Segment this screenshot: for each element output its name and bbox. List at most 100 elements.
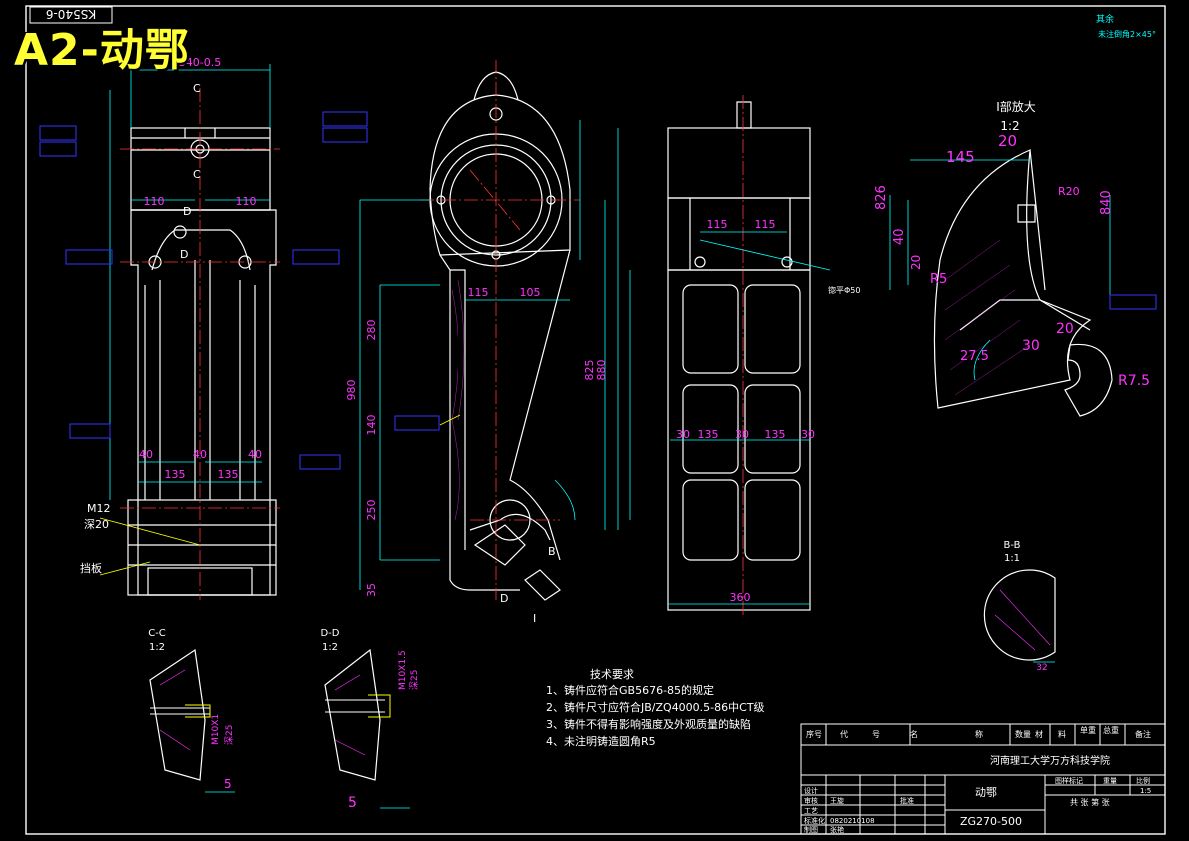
svg-text:共 张 第 张: 共 张 第 张 (1070, 797, 1110, 807)
svg-text:备注: 备注 (1135, 729, 1151, 739)
svg-text:20: 20 (909, 255, 923, 270)
front-view-centerlines (120, 88, 280, 600)
svg-text:KS540-6: KS540-6 (46, 7, 96, 21)
svg-text:880: 880 (595, 360, 608, 381)
svg-text:比例: 比例 (1136, 776, 1150, 785)
title-block-text: 序号 代 号 名 称 数量 材 料 单重 总重 备注 河南理工大学万方科技学院 … (804, 725, 1151, 834)
detail-i-text: I部放大 1:2 145 20 R20 826 840 40 20 R5 27.… (874, 99, 1150, 389)
svg-text:名: 名 (910, 729, 918, 739)
svg-text:1:2: 1:2 (149, 642, 165, 653)
svg-text:称: 称 (975, 729, 983, 739)
svg-text:单重: 单重 (1080, 725, 1096, 735)
svg-text:张艳: 张艳 (830, 825, 844, 834)
drawing-frame (25, 5, 1166, 835)
svg-text:重量: 重量 (1103, 777, 1117, 785)
svg-text:27.5: 27.5 (960, 349, 989, 364)
front-view-leaders (99, 517, 201, 576)
svg-text:M10X1.5: M10X1.5 (398, 650, 408, 690)
svg-text:标准化: 标准化 (804, 816, 825, 825)
svg-text:工艺: 工艺 (804, 807, 818, 815)
svg-text:技术要求: 技术要求 (590, 668, 634, 681)
svg-text:1:5: 1:5 (1140, 787, 1151, 795)
svg-text:R5: R5 (930, 272, 947, 287)
section-cc: C-C 1:2 5 M10X1 深25 (148, 628, 235, 793)
svg-text:20: 20 (1056, 321, 1074, 337)
svg-text:R20: R20 (1058, 185, 1080, 198)
svg-text:135: 135 (218, 468, 239, 481)
svg-text:135: 135 (165, 468, 186, 481)
side-view-leaders (439, 414, 461, 426)
svg-text:2、铸件尺寸应符合JB/ZQ4000.5-86中CT级: 2、铸件尺寸应符合JB/ZQ4000.5-86中CT级 (546, 700, 765, 714)
svg-text:3、铸件不得有影响强度及外观质量的缺陷: 3、铸件不得有影响强度及外观质量的缺陷 (546, 717, 751, 731)
svg-text:B: B (548, 545, 556, 558)
svg-text:5: 5 (224, 777, 232, 791)
side-view-dimensions (359, 120, 606, 590)
rear-view (667, 101, 811, 611)
svg-text:840: 840 (1099, 190, 1114, 215)
svg-text:D-D: D-D (320, 628, 339, 639)
svg-text:深25: 深25 (409, 670, 420, 690)
svg-text:250: 250 (365, 500, 378, 521)
svg-text:数量: 数量 (1015, 729, 1031, 739)
svg-text:D: D (180, 248, 188, 261)
svg-text:5: 5 (348, 795, 357, 811)
svg-text:设计: 设计 (804, 786, 818, 795)
svg-text:115: 115 (755, 218, 776, 231)
svg-text:105: 105 (520, 286, 541, 299)
section-dd: D-D 1:2 5 M10X1.5 深25 (320, 628, 420, 811)
svg-text:R7.5: R7.5 (1118, 373, 1150, 389)
rear-view-dimensions (617, 128, 831, 605)
svg-text:王旋: 王旋 (830, 796, 844, 805)
svg-text:1、铸件应符合GB5676-85的规定: 1、铸件应符合GB5676-85的规定 (546, 683, 714, 697)
svg-text:号: 号 (872, 730, 880, 739)
svg-text:30: 30 (801, 428, 815, 441)
svg-text:110: 110 (144, 195, 165, 208)
svg-text:M12: M12 (87, 502, 111, 515)
svg-text:代: 代 (840, 729, 848, 739)
svg-text:深20: 深20 (84, 518, 109, 531)
svg-text:32: 32 (1036, 663, 1047, 673)
svg-text:I部放大: I部放大 (996, 99, 1036, 114)
svg-text:1:1: 1:1 (1004, 553, 1020, 564)
svg-text:30: 30 (1022, 338, 1040, 354)
svg-text:360: 360 (730, 591, 751, 604)
svg-text:B-B: B-B (1004, 540, 1021, 551)
svg-text:140: 140 (365, 415, 378, 436)
svg-text:115: 115 (468, 286, 489, 299)
svg-text:135: 135 (765, 428, 786, 441)
roughness-note: 其余 未注倒角2×45° (1096, 13, 1156, 39)
svg-text:序号: 序号 (806, 729, 822, 739)
corner-title-label: A2-动鄂 (14, 25, 190, 76)
detail-i-dimensions (889, 159, 1111, 381)
svg-text:C: C (193, 168, 201, 181)
svg-text:40: 40 (248, 448, 262, 461)
title-block (800, 723, 1166, 835)
detail-i-callout (1109, 294, 1157, 310)
svg-text:挡板: 挡板 (80, 561, 102, 575)
svg-text:4、未注明铸造圆角R5: 4、未注明铸造圆角R5 (546, 734, 656, 748)
svg-text:40: 40 (139, 448, 153, 461)
svg-text:826: 826 (874, 185, 889, 210)
svg-text:材: 材 (1035, 729, 1043, 739)
svg-text:980: 980 (345, 380, 358, 401)
svg-text:锪平Φ50: 锪平Φ50 (828, 285, 860, 295)
svg-text:35: 35 (365, 583, 378, 597)
detail-i-hatching (944, 239, 1031, 396)
tolerance-callouts-left (39, 111, 368, 470)
side-view-callout (394, 415, 440, 431)
svg-text:ZG270-500: ZG270-500 (960, 815, 1022, 828)
svg-text:825: 825 (583, 360, 596, 381)
svg-text:D: D (183, 205, 191, 218)
svg-text:115: 115 (707, 218, 728, 231)
side-view-hatching (451, 279, 465, 521)
svg-text:C: C (193, 82, 201, 95)
svg-text:料: 料 (1058, 729, 1066, 739)
front-view-dim-text: 340-0.5 110 110 40 135 40 135 40 M12 深20… (80, 56, 262, 575)
svg-text:110: 110 (236, 195, 257, 208)
svg-text:1:2: 1:2 (1000, 119, 1019, 133)
tech-requirements: 技术要求 1、铸件应符合GB5676-85的规定 2、铸件尺寸应符合JB/ZQ4… (546, 668, 765, 748)
svg-text:30: 30 (735, 428, 749, 441)
svg-text:M10X1: M10X1 (211, 714, 221, 745)
side-view-dim-text: 115 105 980 280 250 140 35 B D I (345, 286, 556, 625)
